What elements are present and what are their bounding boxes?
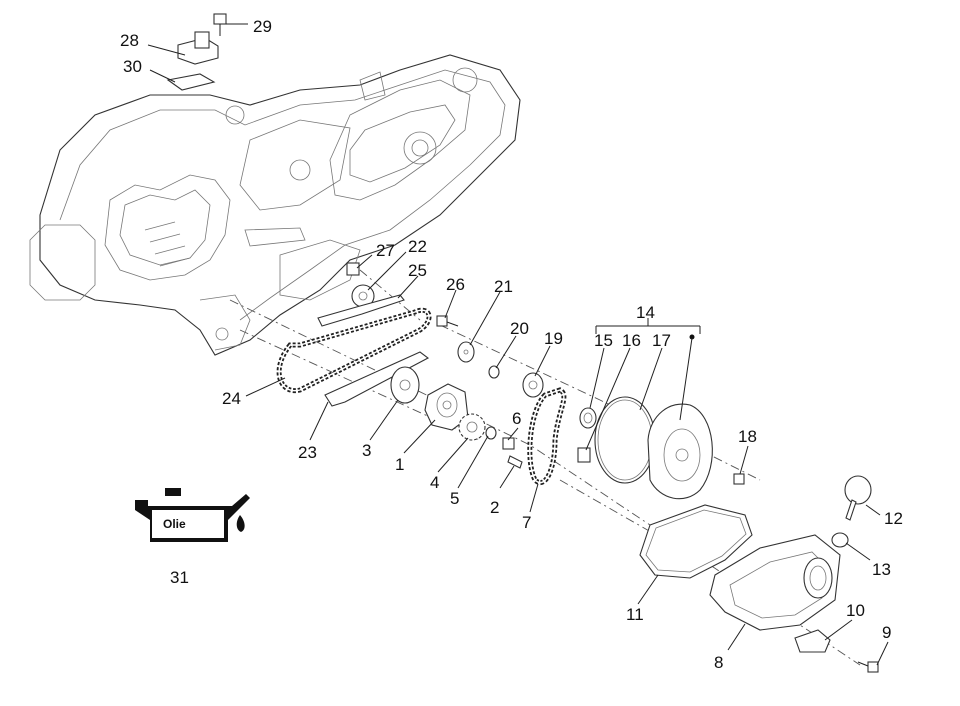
part-11-gasket xyxy=(639,504,753,579)
callout-18: 18 xyxy=(738,427,757,446)
part-23-chain-guide xyxy=(324,351,430,407)
part-5-washer xyxy=(485,426,497,440)
callout-17: 17 xyxy=(652,331,671,350)
callout-21: 21 xyxy=(494,277,513,296)
callout-9: 9 xyxy=(882,623,891,642)
part-15-oil-seal xyxy=(579,407,597,429)
callout-4: 4 xyxy=(430,473,439,492)
callout-20: 20 xyxy=(510,319,529,338)
callout-11: 11 xyxy=(626,605,644,624)
part-16-bushing xyxy=(577,447,591,463)
part-21-washer xyxy=(457,341,475,363)
callout-23: 23 xyxy=(298,443,317,462)
part-28-tensioner-housing xyxy=(177,31,219,65)
callout-5: 5 xyxy=(450,489,459,508)
callout-16: 16 xyxy=(622,331,641,350)
part-13-o-ring xyxy=(831,532,849,548)
callout-15: 15 xyxy=(594,331,613,350)
part-7-pump-chain xyxy=(527,387,567,485)
part-6-bush xyxy=(502,437,515,450)
oil-can-icon xyxy=(135,488,250,542)
part-19-sprocket xyxy=(522,372,544,398)
callout-labels: 28 29 30 27 22 25 26 21 20 19 14 15 16 1… xyxy=(120,17,903,672)
callout-19: 19 xyxy=(544,329,563,348)
part-25-tensioner-guide xyxy=(317,294,405,327)
part-26-bolt xyxy=(436,315,459,327)
part-14-pump-cover xyxy=(647,403,713,500)
callout-27: 27 xyxy=(376,241,395,260)
part-17-o-ring xyxy=(594,396,656,484)
callout-13: 13 xyxy=(872,560,891,579)
part-3-cover-plate xyxy=(390,366,420,404)
part-2-bolt xyxy=(507,455,523,469)
oil-can-label: Olie xyxy=(163,517,186,531)
callout-1: 1 xyxy=(395,455,404,474)
callout-8: 8 xyxy=(714,653,723,672)
callout-24: 24 xyxy=(222,389,241,408)
callout-22: 22 xyxy=(408,237,427,256)
part-27-pin xyxy=(346,262,360,276)
part-10-clip xyxy=(794,629,831,653)
part-29-bolt xyxy=(213,13,227,36)
part-20-circlip xyxy=(488,365,500,379)
callout-29: 29 xyxy=(253,17,272,36)
callout-12: 12 xyxy=(884,509,903,528)
callout-7: 7 xyxy=(522,513,531,532)
part-18-screw xyxy=(733,473,745,485)
part-4-pump-sprocket xyxy=(458,413,486,441)
callout-31: 31 xyxy=(170,568,189,587)
leader-lines xyxy=(147,23,889,666)
part-12-oil-filler-cap xyxy=(844,475,872,521)
part-9-bolt xyxy=(857,661,879,673)
part-24-timing-chain xyxy=(276,307,432,394)
callout-3: 3 xyxy=(362,441,371,460)
part-8-sump-cover xyxy=(709,534,841,631)
callout-26: 26 xyxy=(446,275,465,294)
callout-28: 28 xyxy=(120,31,139,50)
callout-25: 25 xyxy=(408,261,427,280)
callout-10: 10 xyxy=(846,601,865,620)
callout-30: 30 xyxy=(123,57,142,76)
callout-14: 14 xyxy=(636,303,655,322)
part-30-gasket xyxy=(166,73,216,91)
callout-6: 6 xyxy=(512,409,521,428)
engine-crankcase-drawing xyxy=(29,54,521,356)
callout-2: 2 xyxy=(490,498,499,517)
